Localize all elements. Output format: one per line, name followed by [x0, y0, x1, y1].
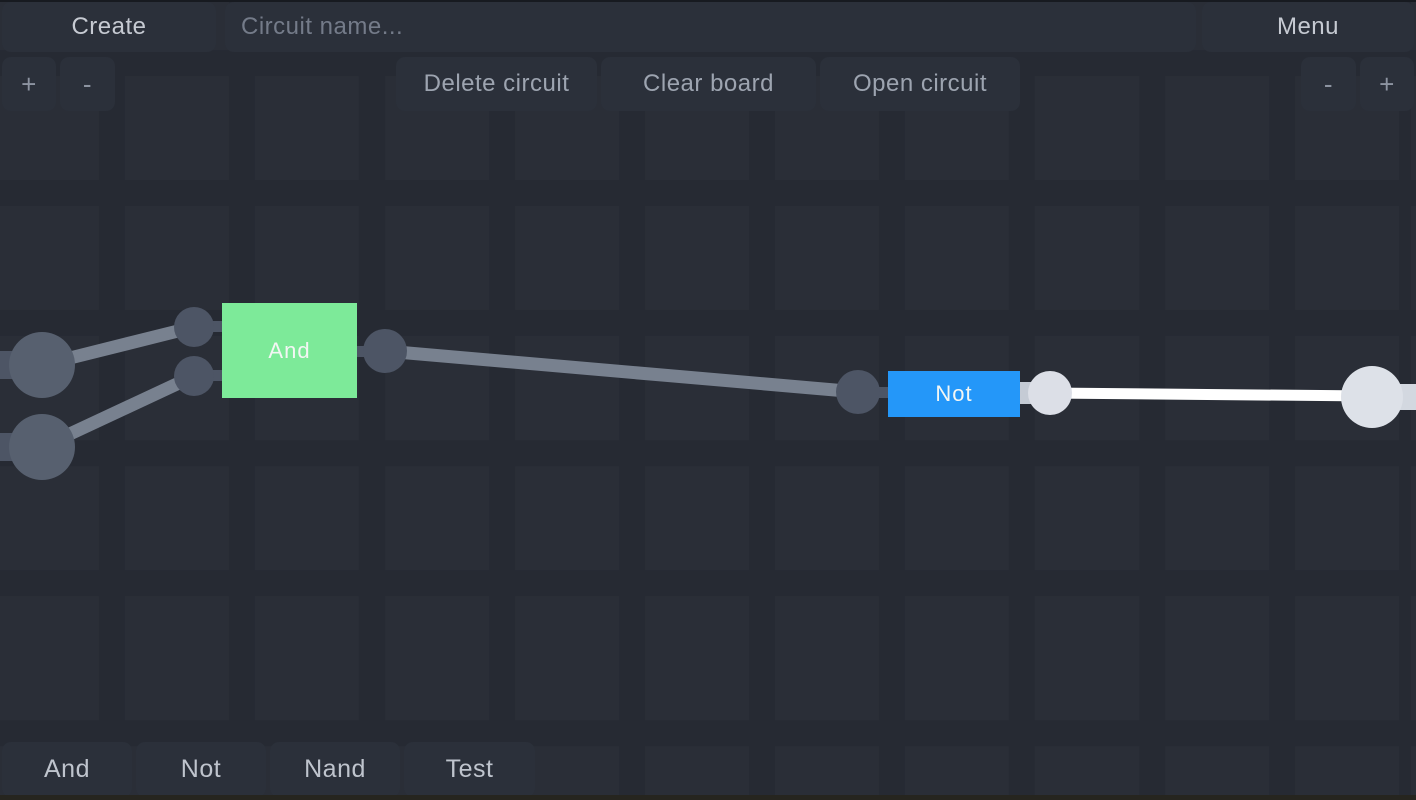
- and-output-node[interactable]: [363, 329, 407, 373]
- not-gate-label: Not: [935, 381, 973, 406]
- delete-circuit-button[interactable]: Delete circuit: [396, 57, 597, 111]
- wire-not-to-output-lit[interactable]: [1047, 387, 1373, 402]
- palette-item-not[interactable]: Not: [136, 742, 266, 797]
- not-gate[interactable]: Not: [888, 371, 1020, 417]
- input-terminal-1[interactable]: [9, 332, 75, 398]
- menu-button[interactable]: Menu: [1202, 2, 1414, 52]
- not-input-node[interactable]: [836, 370, 880, 414]
- palette-item-nand[interactable]: Nand: [270, 742, 400, 797]
- zoom-out-right-button[interactable]: -: [1301, 57, 1356, 111]
- wire-and-to-not[interactable]: [384, 344, 859, 399]
- zoom-in-right-button[interactable]: +: [1360, 57, 1414, 111]
- zoom-out-left-button[interactable]: -: [60, 57, 115, 111]
- create-button[interactable]: Create: [2, 2, 216, 52]
- and-input-node-2[interactable]: [174, 356, 214, 396]
- palette-item-and[interactable]: And: [2, 742, 132, 797]
- zoom-in-left-button[interactable]: +: [2, 57, 56, 111]
- not-output-node-lit[interactable]: [1028, 371, 1072, 415]
- clear-board-button[interactable]: Clear board: [601, 57, 816, 111]
- top-divider: [0, 0, 1416, 2]
- bottom-divider: [0, 795, 1416, 800]
- input-terminal-2[interactable]: [9, 414, 75, 480]
- and-gate-label: And: [268, 337, 311, 363]
- palette-item-test[interactable]: Test: [404, 742, 535, 797]
- open-circuit-button[interactable]: Open circuit: [820, 57, 1020, 111]
- output-terminal-lit[interactable]: [1341, 366, 1403, 428]
- and-input-node-1[interactable]: [174, 307, 214, 347]
- and-gate[interactable]: And: [222, 303, 357, 398]
- circuit-name-input[interactable]: [225, 2, 1196, 52]
